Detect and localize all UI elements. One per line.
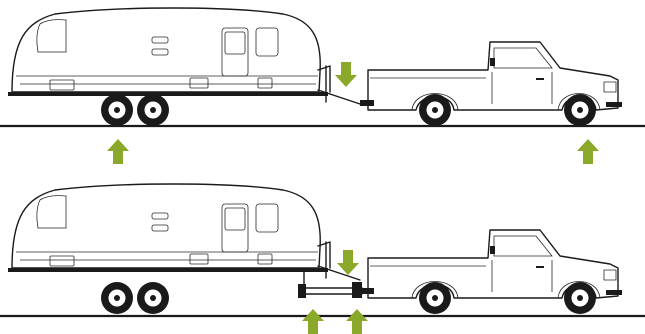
truck-front-wheel xyxy=(564,94,596,126)
truck-rear-wheel xyxy=(419,282,451,314)
arrow-up-icon xyxy=(107,139,129,164)
arrow-up-icon xyxy=(577,139,599,164)
weight-distribution-hitch xyxy=(298,272,362,298)
arrow-down-icon xyxy=(337,250,359,275)
travel-trailer xyxy=(8,8,360,126)
pickup-truck xyxy=(360,42,622,126)
trailer-wheel xyxy=(101,282,133,314)
trailer-wheel xyxy=(101,94,133,126)
arrow-up-icon xyxy=(302,309,324,334)
arrow-up-icon xyxy=(346,309,368,334)
trailer-wheel xyxy=(137,94,169,126)
scene-1 xyxy=(0,8,645,164)
truck-front-wheel xyxy=(564,282,596,314)
trailer-wheel xyxy=(137,282,169,314)
scene-2 xyxy=(0,184,645,334)
arrow-down-icon xyxy=(335,62,357,87)
truck-rear-wheel xyxy=(419,94,451,126)
pickup-truck xyxy=(360,230,622,314)
